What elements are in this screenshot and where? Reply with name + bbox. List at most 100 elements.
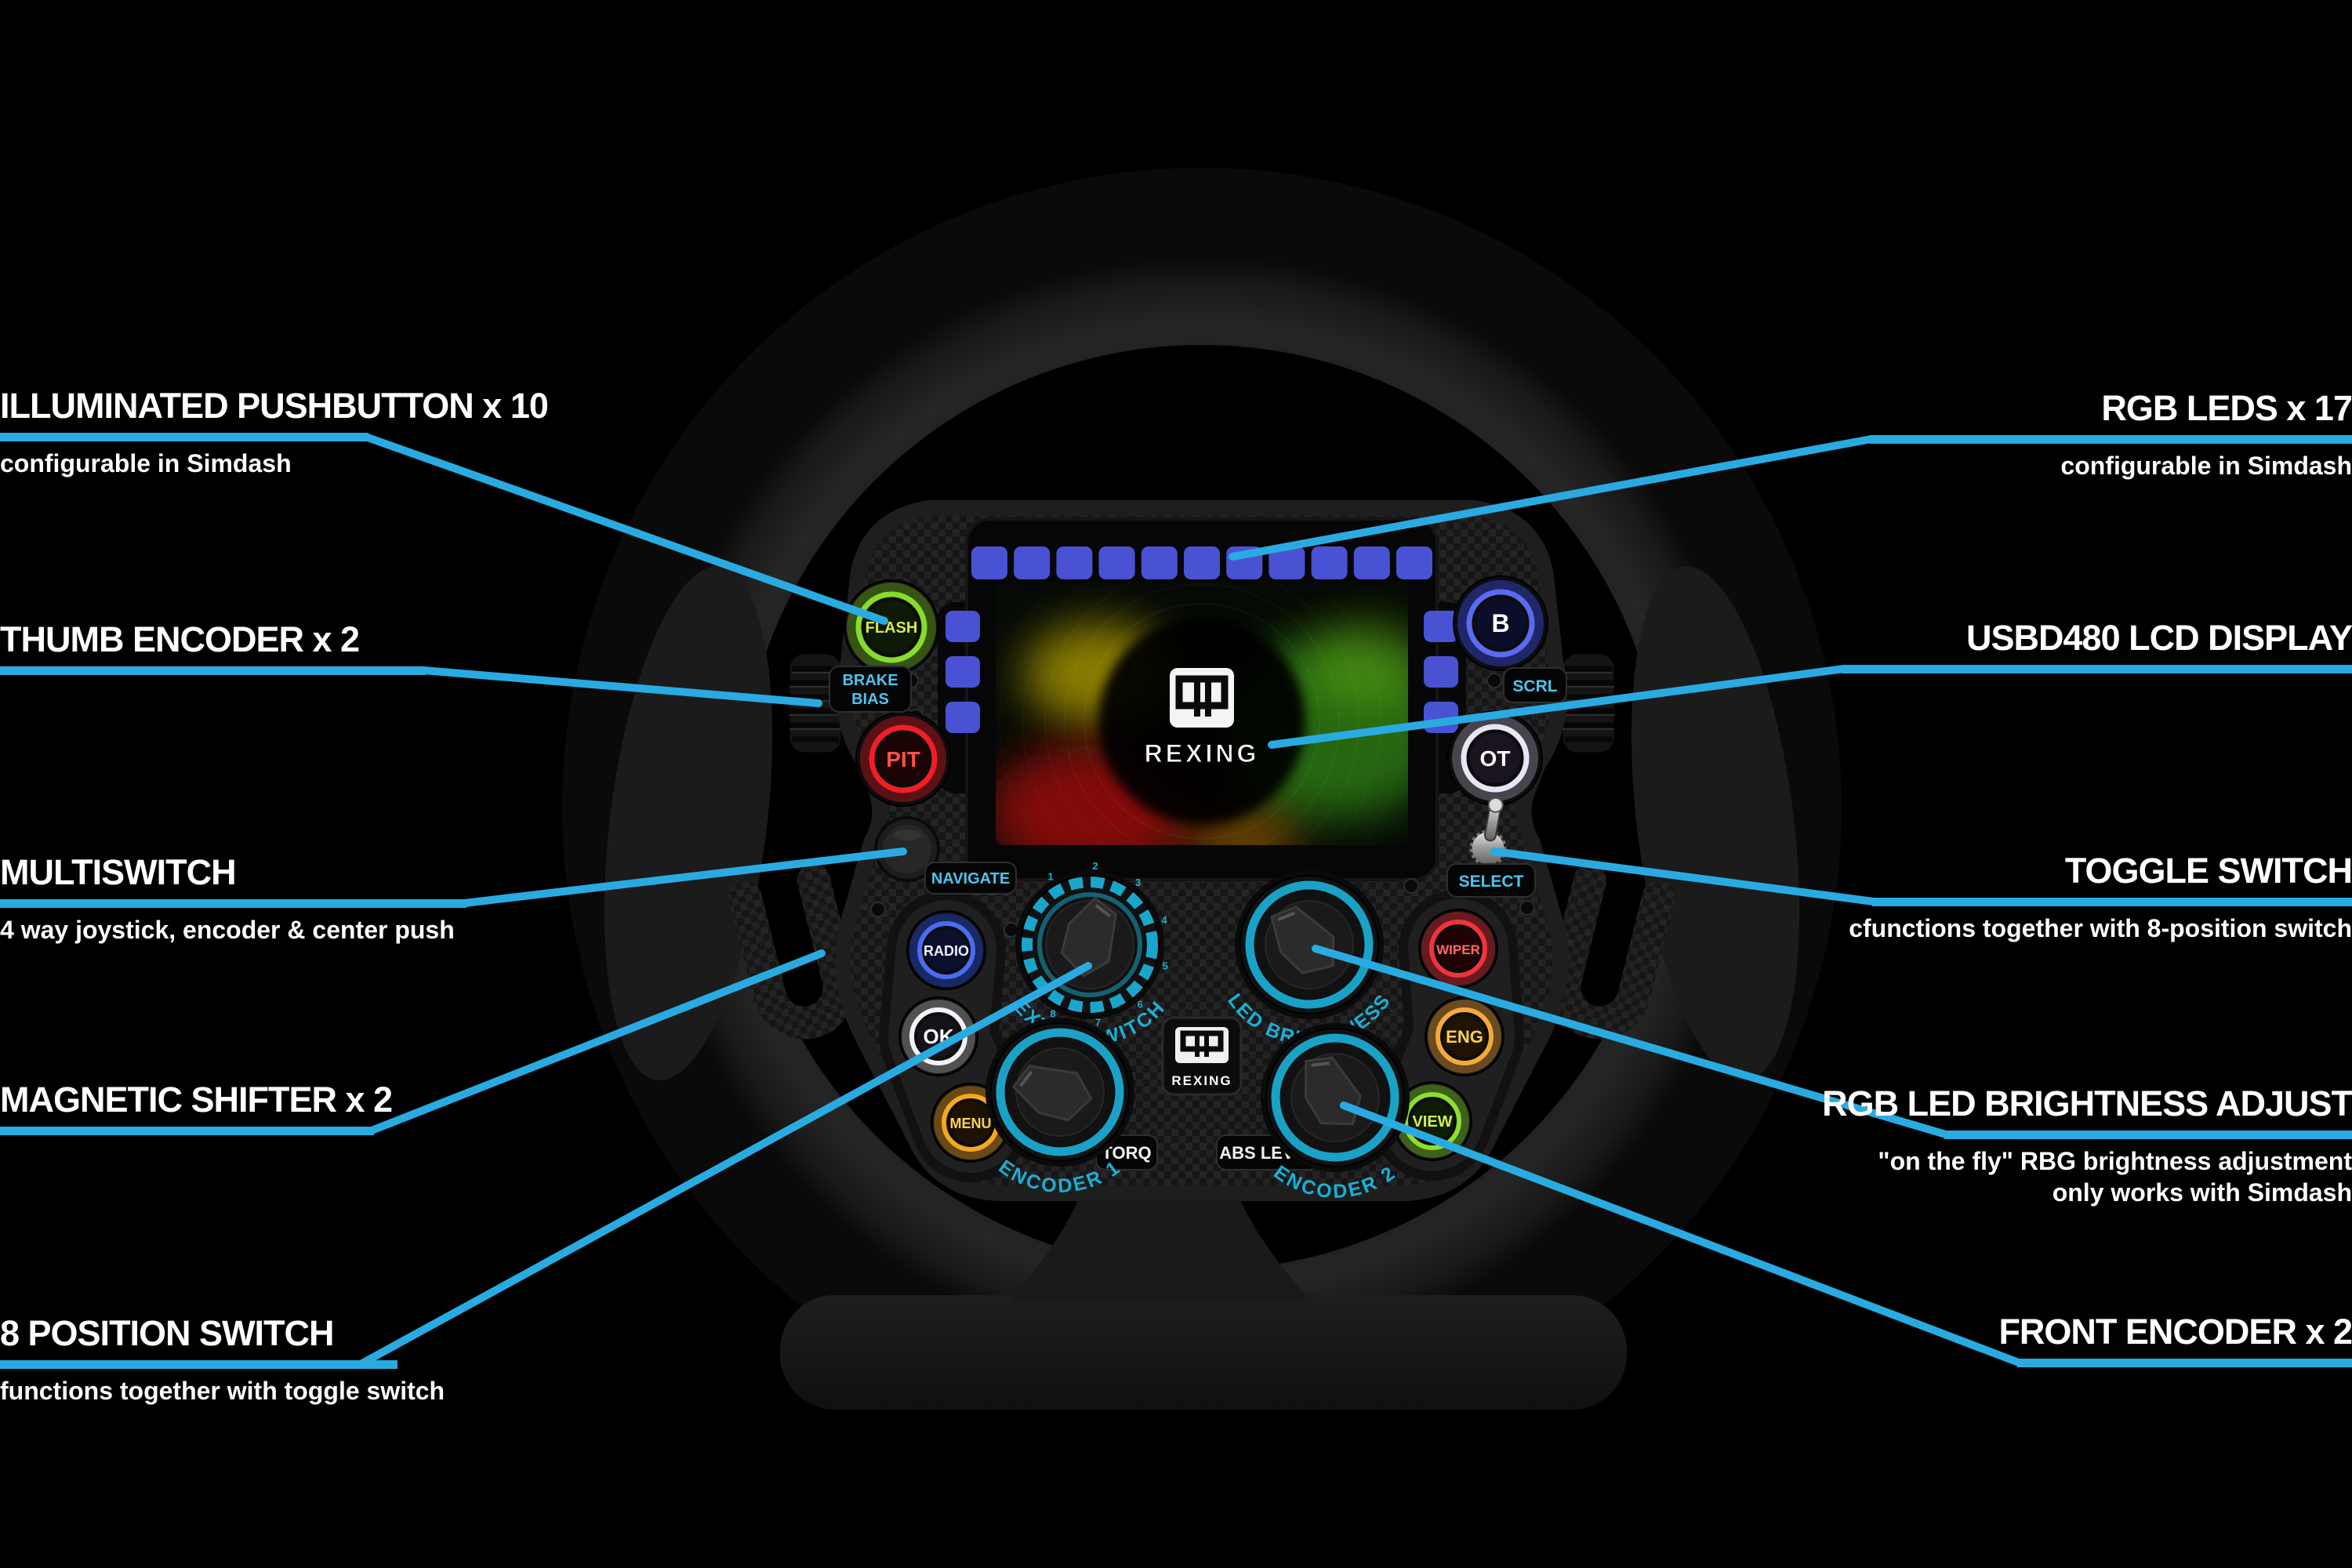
callout-line-8-position-switch — [357, 962, 1092, 1368]
extra-switch-number: 5 — [1163, 960, 1168, 972]
svg-text:PIT: PIT — [886, 747, 920, 771]
scrl-label: SCRL — [1512, 677, 1557, 695]
callout-multiswitch: MULTISWITCH 4 way joystick, encoder & ce… — [0, 854, 466, 946]
callout-line-illuminated-pushbutton — [361, 433, 888, 625]
rgb-led — [946, 656, 980, 688]
svg-text:B: B — [1491, 609, 1509, 637]
radio-button: RADIO — [906, 910, 986, 990]
wheel: REXING FLASH — [439, 168, 1968, 1568]
rgb-led-strip-left — [946, 611, 980, 733]
extra-switch-number: 6 — [1138, 999, 1143, 1011]
callout-underline — [0, 433, 368, 441]
callout-subtitle: 4 way joystick, encoder & center push — [0, 916, 455, 944]
callout-thumb-encoder: THUMB ENCODER x 2 — [0, 621, 426, 675]
led-brightness-knob: LED BRIGHTNESS — [1223, 870, 1394, 1050]
callout-underline — [1842, 665, 2352, 673]
callout-title: 8 POSITION SWITCH — [0, 1313, 335, 1353]
callout-line-rgb-leds — [1229, 435, 1875, 561]
callout-front-encoder: FRONT ENCODER x 2 — [1998, 1313, 2352, 1367]
wheel-bottom-bar — [780, 1295, 1627, 1410]
callout-subtitle: "on the fly" RBG brightness adjustment — [1878, 1147, 2352, 1175]
extra-switch-number: 7 — [1095, 1016, 1101, 1028]
callout-subtitle-line2: only works with Simdash — [2052, 1178, 2352, 1207]
callout-underline — [0, 1127, 374, 1135]
magnetic-shifter-left — [728, 863, 856, 1040]
encoder2-knob: ENCODER 2 — [1261, 1023, 1410, 1203]
ot-button: OT — [1447, 710, 1543, 806]
callout-rgb-brightness: RGB LED BRIGHTNESS ADJUST "on the fly" R… — [1822, 1085, 2352, 1208]
callout-rgb-leds: RGB LEDS x 17 configurable in Simdash — [1870, 390, 2352, 481]
eng-button: ENG — [1425, 996, 1504, 1076]
callout-underline — [1872, 898, 2352, 906]
extra-switch-number: 4 — [1161, 914, 1167, 926]
callout-subtitle: configurable in Simdash — [0, 449, 292, 477]
callout-title: RGB LED BRIGHTNESS ADJUST — [1822, 1083, 2352, 1123]
callout-title: ILLUMINATED PUSHBUTTON x 10 — [0, 386, 549, 426]
panel-labels: BRAKE BIAS NAVIGATE SCRL SELECT TORQ ABS… — [829, 666, 1567, 1171]
rgb-led-strip-top — [971, 546, 1432, 579]
callout-title: FRONT ENCODER x 2 — [1998, 1312, 2352, 1352]
rgb-led — [1269, 546, 1305, 579]
rgb-led — [1353, 546, 1390, 579]
callout-line-multiswitch — [460, 848, 907, 907]
rgb-led — [1098, 546, 1135, 579]
navigate-label: NAVIGATE — [931, 870, 1010, 887]
callout-line-thumb-encoder — [419, 666, 822, 707]
brake-bias-label: BRAKE — [842, 672, 898, 689]
svg-text:RADIO: RADIO — [924, 943, 969, 959]
callout-underline — [0, 666, 426, 675]
callout-toggle-switch: TOGGLE SWITCH cfunctions together with 8… — [1849, 852, 2352, 944]
magnetic-shifter-right — [1548, 863, 1675, 1040]
callout-title: THUMB ENCODER x 2 — [0, 619, 360, 659]
callout-subtitle: cfunctions together with 8-position swit… — [1849, 914, 2352, 942]
pit-button: PIT — [855, 711, 951, 807]
callout-title: TOGGLE SWITCH — [2064, 851, 2352, 891]
svg-text:FLASH: FLASH — [866, 619, 918, 637]
svg-text:MENU: MENU — [950, 1116, 992, 1131]
callout-lines — [357, 433, 2023, 1368]
b-button: B — [1453, 575, 1548, 671]
callout-title: MAGNETIC SHIFTER x 2 — [0, 1080, 393, 1120]
select-label: SELECT — [1459, 873, 1524, 891]
callout-title: MULTISWITCH — [0, 852, 237, 892]
svg-text:BIAS: BIAS — [851, 691, 889, 708]
rgb-led — [1396, 546, 1432, 579]
callout-line-magnetic-shifter — [368, 949, 826, 1134]
svg-text:VIEW: VIEW — [1412, 1113, 1452, 1131]
callout-title: USBD480 LCD DISPLAY — [1966, 618, 2352, 658]
rexing-badge-plate: REXING — [1161, 1016, 1243, 1096]
rgb-led — [946, 702, 980, 733]
callout-title: RGB LEDS x 17 — [2101, 388, 2352, 428]
rgb-led — [1141, 546, 1178, 579]
rgb-led — [1424, 611, 1458, 642]
lcd-display: REXING — [996, 582, 1408, 845]
toggle-switch — [1469, 797, 1507, 867]
callout-underline — [0, 1360, 397, 1369]
callout-subtitle: configurable in Simdash — [2060, 452, 2352, 480]
callout-lcd-display: USBD480 LCD DISPLAY — [1842, 619, 2352, 673]
wiper-button: WIPER — [1418, 909, 1498, 989]
multiswitch-joystick — [874, 816, 940, 882]
rgb-led — [1014, 546, 1051, 579]
rgb-led — [1311, 546, 1348, 579]
extra-switch-number: 3 — [1135, 877, 1141, 888]
extra-switch-number: 8 — [1050, 1007, 1055, 1019]
svg-text:OT: OT — [1480, 746, 1511, 771]
rgb-led — [971, 546, 1007, 579]
callout-magnetic-shifter: MAGNETIC SHIFTER x 2 — [0, 1080, 393, 1135]
flash-button: FLASH — [844, 579, 939, 675]
rgb-led — [1056, 546, 1093, 579]
callout-line-lcd-display — [1268, 665, 1848, 749]
callout-illuminated-pushbutton: ILLUMINATED PUSHBUTTON x 10 configurable… — [0, 386, 549, 479]
callout-subtitle: functions together with toggle switch — [0, 1377, 445, 1405]
callout-underline — [1870, 435, 2352, 444]
callout-8-position-switch: 8 POSITION SWITCH functions together wit… — [0, 1315, 445, 1406]
callout-line-front-encoder — [1340, 1102, 2023, 1367]
rgb-led — [1424, 656, 1458, 688]
extra-switch-number: 2 — [1092, 860, 1098, 872]
rgb-led — [1184, 546, 1220, 579]
rgb-led — [946, 611, 980, 642]
